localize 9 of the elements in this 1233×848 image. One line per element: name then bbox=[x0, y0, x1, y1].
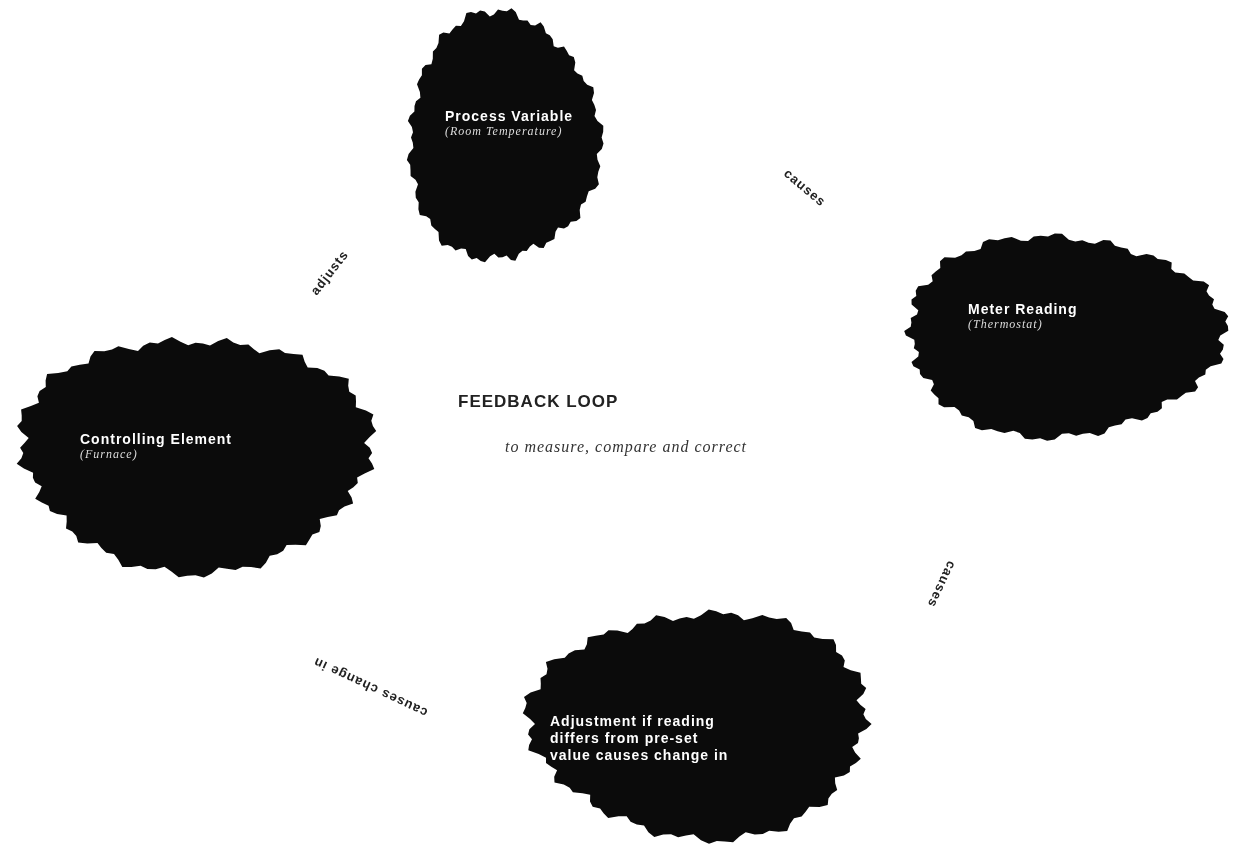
diagram-caption: to measure, compare and correct bbox=[505, 438, 748, 456]
node-heading: Process Variable bbox=[445, 108, 574, 124]
node-subtitle: (Room Temperature) bbox=[445, 124, 564, 139]
node-heading: Meter Reading bbox=[968, 301, 1078, 317]
node-heading: Controlling Element bbox=[80, 431, 232, 447]
diagram-title: FEEDBACK LOOP bbox=[458, 392, 619, 412]
node-subtitle: (Thermostat) bbox=[968, 317, 1044, 332]
node-heading: Adjustment if reading differs from pre-set value causes change in bbox=[550, 713, 730, 764]
node-subtitle: (Furnace) bbox=[80, 447, 139, 462]
